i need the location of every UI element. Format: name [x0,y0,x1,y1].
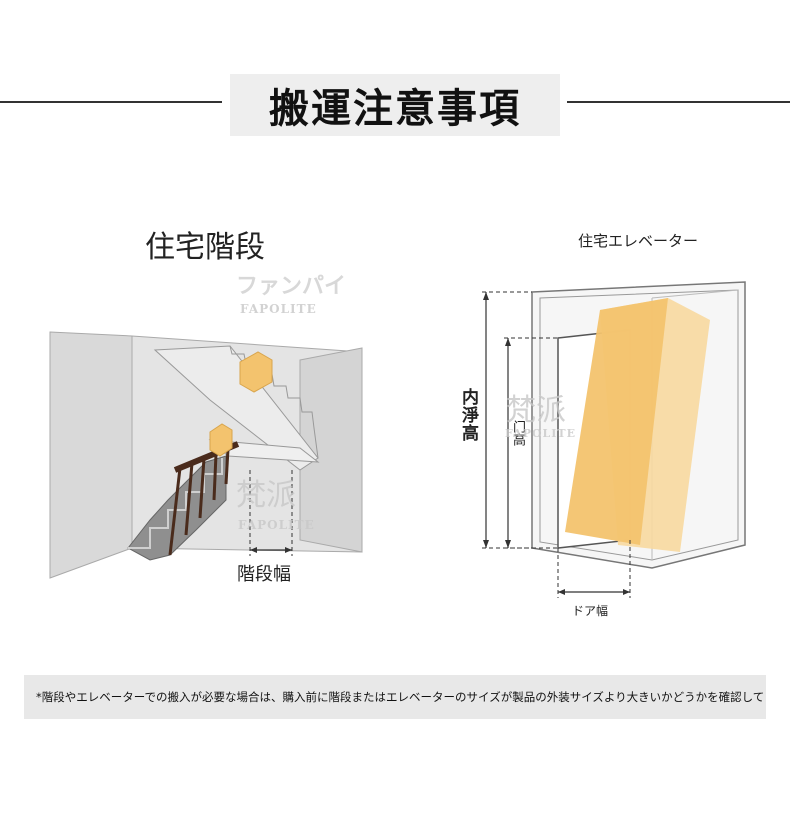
title-box: 搬運注意事項 [230,74,560,136]
elevator-illustration [482,281,746,598]
stair-box-lower [209,423,233,457]
elevator-box-front [565,298,668,545]
elevator-title: 住宅エレベーター [578,232,699,250]
staircase-illustration [49,331,363,579]
stair-width-label: 階段幅 [237,564,291,585]
stair-upper-steps [229,345,319,459]
stair-left-wall [49,331,133,579]
door-width-label: ドア幅 [572,604,609,618]
watermark-brand-kana: ファンパイ [236,274,347,299]
stair-upper-flight [153,345,319,471]
door-height-label: 门高 [510,420,525,446]
page-title: 搬運注意事項 [269,86,521,132]
watermark-brand-latin: FAPOLITE [505,427,577,440]
inner-height-label: 内淨高 [458,388,478,442]
stair-right-wall [299,347,363,553]
stair-box-upper [239,351,273,393]
stair-lower-treads [128,458,223,549]
elevator-cabin-inner [539,289,739,561]
title-rule-left [0,101,222,103]
stair-balusters [168,448,230,556]
watermark-brand-latin: FAPOLITE [240,302,317,316]
watermark-brand-latin: FAPOLITE [238,518,315,532]
stairs-title: 住宅階段 [145,230,265,265]
notice-bar: *階段やエレベーターでの搬入が必要な場合は、購入前に階段またはエレベーターのサイ… [24,675,766,719]
watermark-brand-kanji: 梵派 [506,393,566,428]
watermark-brand-kanji: 梵派 [236,478,296,513]
title-rule-right [567,101,790,103]
notice-text: *階段やエレベーターでの搬入が必要な場合は、購入前に階段またはエレベーターのサイ… [36,690,765,704]
